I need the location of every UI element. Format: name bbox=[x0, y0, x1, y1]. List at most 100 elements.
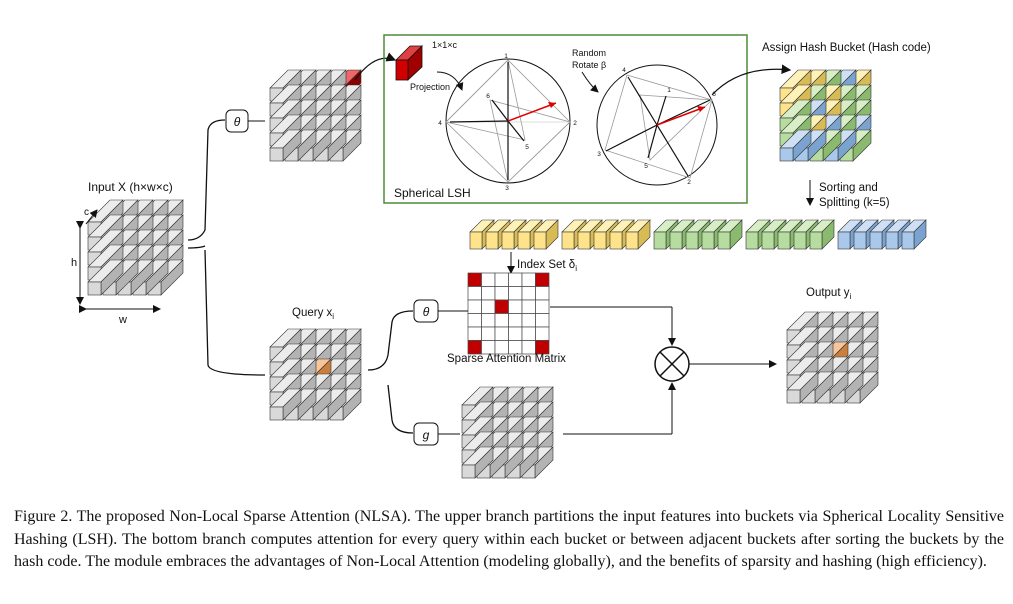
sphere-number: 2 bbox=[687, 179, 691, 186]
sphere-number: 6 bbox=[712, 91, 716, 98]
matrix-cell bbox=[481, 340, 496, 355]
sphere-right bbox=[596, 64, 718, 186]
output-feature-cube bbox=[786, 311, 879, 404]
sparse-attention-matrix bbox=[467, 272, 550, 355]
theta-bottom-label: θ bbox=[423, 305, 430, 319]
matrix-cell-active bbox=[467, 340, 482, 355]
sorted-bucket-bars bbox=[469, 219, 927, 250]
multiply-operator bbox=[654, 346, 690, 382]
input-feature-cube bbox=[87, 199, 184, 296]
matrix-cell bbox=[535, 326, 550, 341]
matrix-cell bbox=[521, 326, 536, 341]
matrix-cell bbox=[508, 286, 523, 301]
sphere-left bbox=[445, 58, 571, 184]
sphere-number: 4 bbox=[438, 120, 442, 127]
query-vector-right bbox=[656, 106, 706, 126]
voxel bbox=[461, 446, 494, 479]
matrix-cell bbox=[494, 326, 509, 341]
matrix-cell bbox=[521, 272, 536, 287]
matrix-cell-active bbox=[535, 272, 550, 287]
sphere-number: 1 bbox=[504, 53, 508, 60]
matrix-cell bbox=[508, 326, 523, 341]
projection-dim-label: 1×1×c bbox=[432, 40, 458, 50]
g-label: g bbox=[423, 428, 430, 442]
matrix-cell bbox=[481, 313, 496, 328]
matrix-cell bbox=[508, 299, 523, 314]
random-rotate-line1: Random bbox=[572, 48, 606, 58]
sorted-bar bbox=[901, 219, 927, 250]
matrix-cell bbox=[508, 340, 523, 355]
arrow-to-bucket bbox=[711, 64, 792, 96]
arrow-to-projection bbox=[354, 52, 397, 81]
matrix-cell bbox=[481, 299, 496, 314]
sphere-number: 2 bbox=[573, 120, 577, 127]
nlsa-diagram: Input X (h×w×c) c h w θ Spherical LSH 1×… bbox=[71, 34, 931, 479]
dim-w-label: w bbox=[118, 314, 127, 326]
sphere-number: 5 bbox=[525, 144, 529, 151]
output-label: Output yi bbox=[806, 287, 851, 301]
index-set-label: Index Set δi bbox=[517, 259, 577, 273]
sphere-left-numbers: 1 2 3 4 5 6 bbox=[438, 53, 577, 192]
sorted-bar bbox=[809, 219, 835, 250]
sparse-matrix-label: Sparse Attention Matrix bbox=[447, 353, 566, 365]
matrix-cell bbox=[535, 286, 550, 301]
sphere-number: 1 bbox=[667, 87, 671, 94]
voxel bbox=[779, 129, 812, 162]
matrix-cell bbox=[481, 272, 496, 287]
matrix-cell bbox=[494, 313, 509, 328]
matrix-cell bbox=[521, 286, 536, 301]
matrix-cell bbox=[508, 272, 523, 287]
matrix-cell bbox=[467, 299, 482, 314]
random-rotate-line2: Rotate β bbox=[572, 60, 606, 70]
dim-c-arrow bbox=[85, 209, 98, 225]
theta-feature-cube bbox=[269, 69, 362, 162]
sphere-number: 6 bbox=[486, 93, 490, 100]
sphere-number: 3 bbox=[505, 185, 509, 192]
matrix-cell bbox=[508, 313, 523, 328]
hash-bucket-cube bbox=[779, 69, 872, 162]
voxel bbox=[269, 388, 302, 421]
projection-label: Projection bbox=[410, 82, 450, 92]
matrix-cell bbox=[521, 299, 536, 314]
query-label: Query xi bbox=[292, 307, 334, 321]
dim-c-label: c bbox=[84, 207, 89, 218]
voxel bbox=[269, 129, 302, 162]
matrix-cell bbox=[467, 313, 482, 328]
dim-h-label: h bbox=[71, 257, 77, 269]
sphere-number: 4 bbox=[622, 67, 626, 74]
matrix-cell bbox=[481, 326, 496, 341]
matrix-cell bbox=[535, 313, 550, 328]
query-vector-left bbox=[507, 102, 557, 122]
matrix-cell bbox=[535, 299, 550, 314]
matrix-cell bbox=[494, 272, 509, 287]
voxel bbox=[786, 371, 819, 404]
rotate-arrow bbox=[581, 71, 599, 93]
matrix-cell bbox=[494, 286, 509, 301]
sorted-bar bbox=[533, 219, 559, 250]
branch-brace bbox=[187, 119, 266, 376]
figure-caption: Figure 2. The proposed Non-Local Sparse … bbox=[14, 508, 1004, 570]
matrix-cell bbox=[521, 340, 536, 355]
g-feature-cube bbox=[461, 386, 554, 479]
matrix-cell-active bbox=[467, 272, 482, 287]
voxel bbox=[87, 259, 124, 296]
sphere-number: 3 bbox=[597, 151, 601, 158]
matrix-cell bbox=[481, 286, 496, 301]
query-branch-brace bbox=[367, 310, 414, 434]
matrix-cell bbox=[521, 313, 536, 328]
matrix-cell bbox=[467, 286, 482, 301]
sorting-label-line2: Splitting (k=5) bbox=[819, 197, 890, 209]
matrix-cell bbox=[494, 340, 509, 355]
sorting-label-line1: Sorting and bbox=[819, 182, 878, 194]
brace-tip bbox=[187, 245, 206, 249]
theta-top-label: θ bbox=[234, 115, 241, 129]
spherical-lsh-box bbox=[383, 34, 748, 204]
query-feature-cube bbox=[269, 328, 362, 421]
sorted-bar bbox=[717, 219, 743, 250]
sorted-bar bbox=[625, 219, 651, 250]
projection-arrow bbox=[436, 71, 464, 91]
matrix-cell-active bbox=[494, 299, 509, 314]
lsh-box-label: Spherical LSH bbox=[394, 186, 471, 200]
sorted-bar bbox=[593, 219, 619, 250]
